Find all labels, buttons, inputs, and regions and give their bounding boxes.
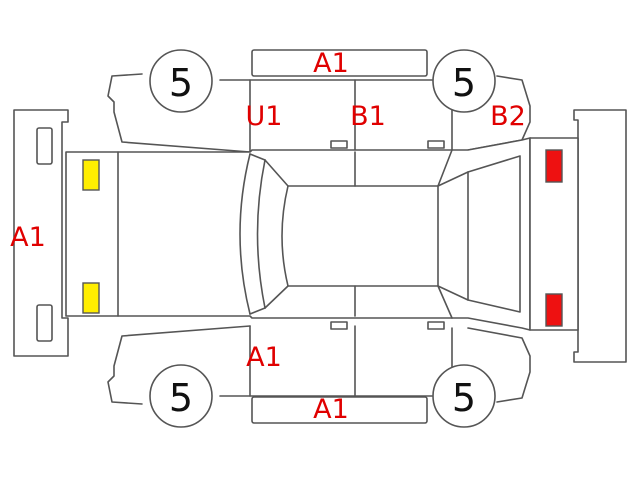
tire-front-left-value: 5 bbox=[169, 61, 193, 105]
code-bottom-strip: A1 bbox=[313, 394, 349, 425]
code-right-front-door: A1 bbox=[246, 342, 282, 373]
rear-lamp-lower bbox=[545, 293, 563, 327]
code-left-front-door: U1 bbox=[246, 101, 283, 132]
code-left-rear-door: B1 bbox=[350, 101, 386, 132]
top-view-body bbox=[65, 137, 579, 331]
door-handle-top-1 bbox=[330, 140, 348, 149]
rear-bumper-panel bbox=[573, 109, 627, 363]
front-bumper-panel bbox=[13, 109, 69, 357]
tire-rear-left-value: 5 bbox=[452, 61, 476, 105]
upper-side-body bbox=[107, 73, 531, 153]
code-left-rear-quarter: B2 bbox=[490, 101, 526, 132]
tire-rear-right-value: 5 bbox=[452, 376, 476, 420]
tire-rear-right-circle bbox=[432, 364, 496, 428]
tire-front-right-circle bbox=[149, 364, 213, 428]
rear-lamp-upper bbox=[545, 149, 563, 183]
bottom-strip bbox=[251, 396, 428, 424]
code-top-strip: A1 bbox=[313, 48, 349, 79]
front-lamp-lower bbox=[82, 282, 100, 314]
top-strip bbox=[251, 49, 428, 77]
door-handle-bottom-1 bbox=[330, 321, 348, 330]
tire-front-right-value: 5 bbox=[169, 376, 193, 420]
door-handle-top-2 bbox=[427, 140, 445, 149]
lower-side-body bbox=[107, 321, 531, 405]
tire-rear-left-circle bbox=[432, 49, 496, 113]
door-handle-bottom-2 bbox=[427, 321, 445, 330]
front-bumper-slot-lower bbox=[36, 304, 53, 342]
front-bumper-slot-upper bbox=[36, 127, 53, 165]
code-front-bumper: A1 bbox=[10, 222, 46, 253]
tire-front-left-circle bbox=[149, 49, 213, 113]
front-lamp-upper bbox=[82, 159, 100, 191]
